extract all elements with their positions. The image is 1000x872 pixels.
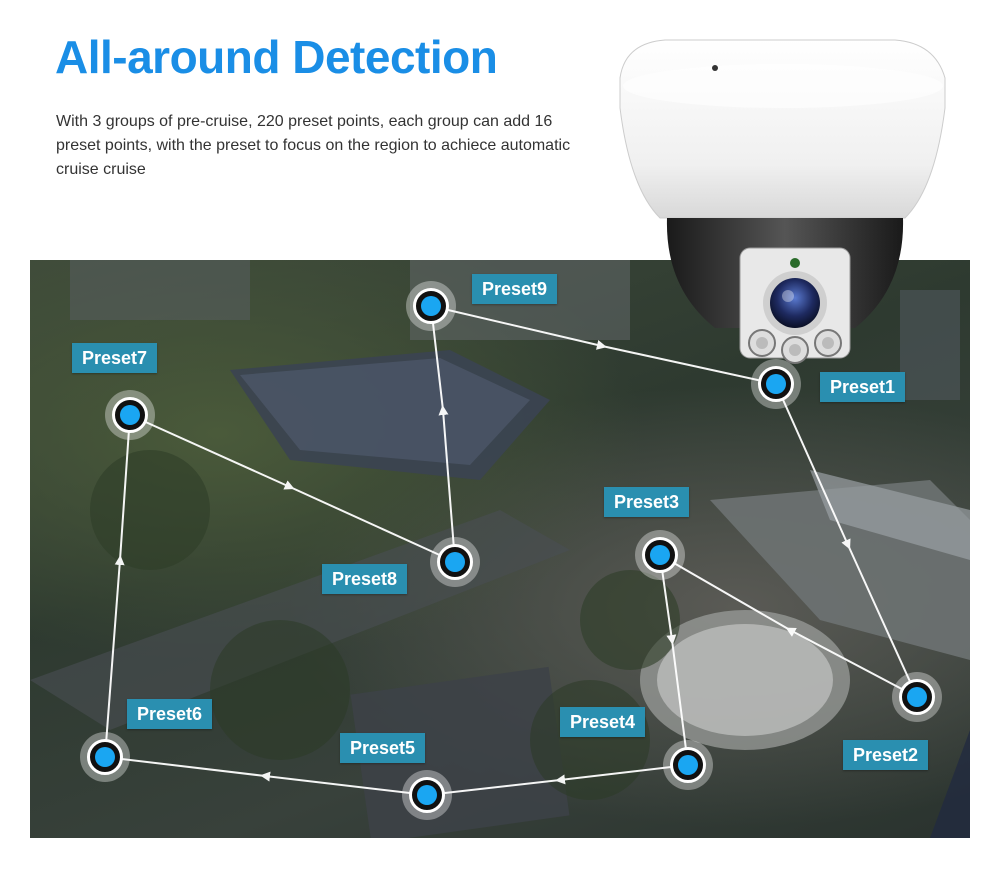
ptz-dome-camera-icon [619,39,946,364]
page-title: All-around Detection [55,31,498,83]
preset6-label: Preset6 [127,699,213,729]
preset5-label: Preset5 [340,733,426,763]
preset6-point[interactable] [87,739,123,775]
preset5-point[interactable] [409,777,445,813]
preset3-point[interactable] [642,537,678,573]
preset1-point[interactable] [758,366,794,402]
description-text: With 3 groups of pre-cruise, 220 preset … [56,113,571,178]
preset7-label: Preset7 [72,343,158,373]
preset7-point[interactable] [112,397,148,433]
preset2-label: Preset2 [843,740,929,770]
preset3-label: Preset3 [604,487,690,517]
preset9-point[interactable] [413,288,449,324]
preset2-point[interactable] [899,679,935,715]
preset9-label: Preset9 [472,274,558,304]
aerial-scene-graphic [30,260,970,838]
preset8-label: Preset8 [322,564,408,594]
preset8-point[interactable] [437,544,473,580]
preset4-point[interactable] [670,747,706,783]
preset4-label: Preset4 [560,707,646,737]
preset1-label: Preset1 [820,372,906,402]
